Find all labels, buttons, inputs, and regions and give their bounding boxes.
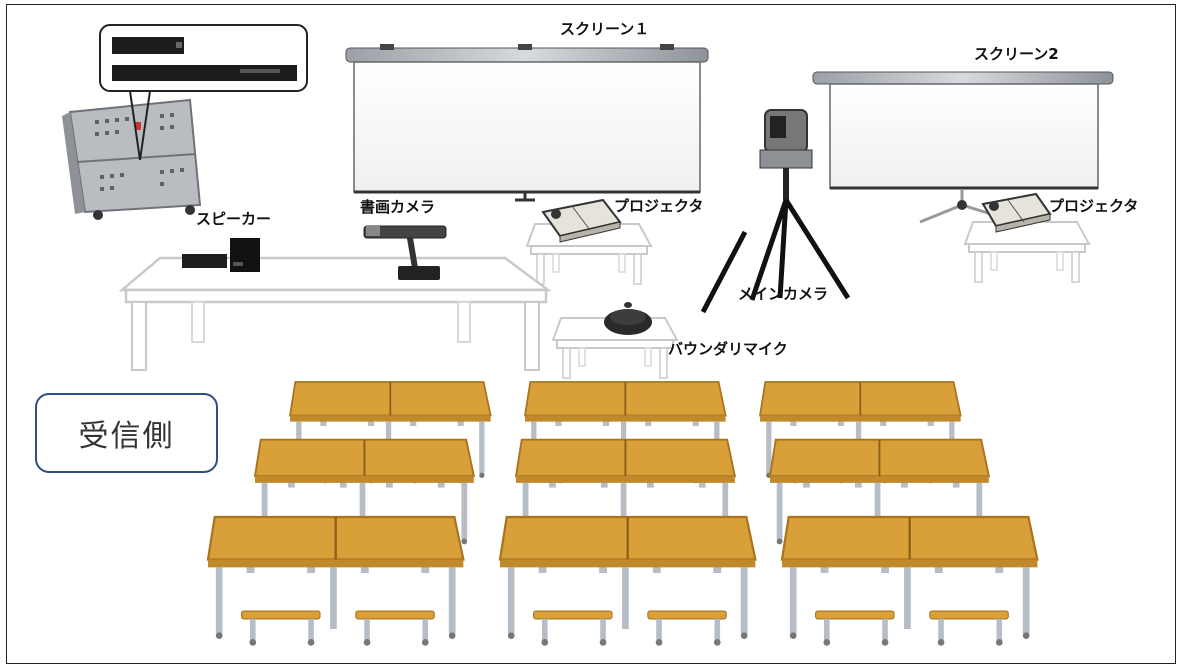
- speaker-device: [182, 238, 260, 272]
- av-equipment-rack: [62, 98, 202, 220]
- projector-1: [541, 198, 622, 243]
- screen-2: [812, 71, 1114, 224]
- desk-pair-row3-right: [782, 517, 1037, 646]
- boundary-mic: [604, 302, 652, 335]
- projector-2: [981, 192, 1052, 233]
- receiver-side-label: 受信側: [78, 419, 175, 454]
- label-document-camera: 書画カメラ: [360, 198, 436, 216]
- label-projector-1: プロジェクタ: [614, 197, 704, 215]
- label-main-camera: メインカメラ: [738, 285, 829, 303]
- label-boundary-mic: バウンダリマイク: [668, 340, 788, 358]
- receiver-side-box: 受信側: [35, 393, 218, 473]
- teacher-desk: [118, 256, 552, 371]
- label-screen-1: スクリーン１: [560, 20, 650, 38]
- main-camera-tripod: [700, 109, 851, 314]
- desk-pair-row3-center: [500, 517, 755, 646]
- projector-table-2: [964, 221, 1090, 283]
- label-speaker: スピーカー: [196, 210, 272, 228]
- desk-pair-row3-left: [208, 517, 463, 646]
- document-camera: [363, 225, 447, 280]
- label-screen-2: スクリーン2: [974, 45, 1059, 63]
- rack-callout: [99, 24, 308, 161]
- student-desks: [208, 382, 1037, 646]
- label-projector-2: プロジェクタ: [1049, 197, 1139, 215]
- screen-1: [345, 44, 709, 202]
